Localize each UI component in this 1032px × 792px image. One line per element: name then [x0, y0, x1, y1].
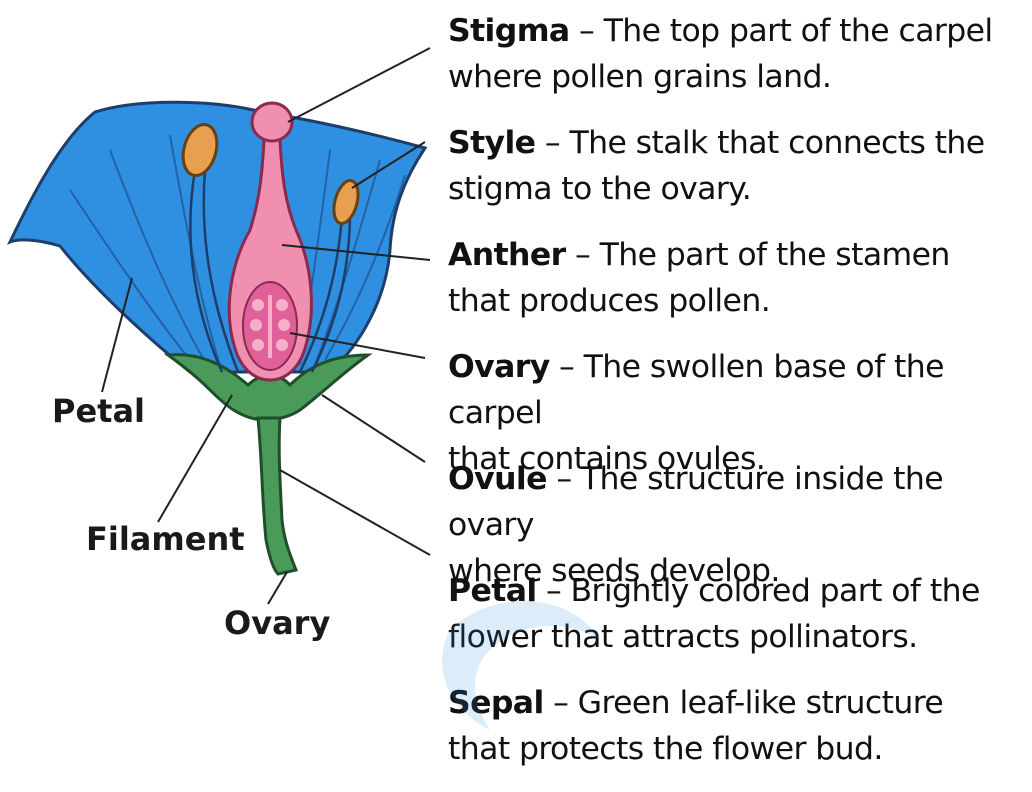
definition-text-line2: where pollen grains land. [448, 59, 831, 95]
separator: – [570, 13, 604, 49]
term-ovary: Ovary [448, 349, 550, 385]
definition-text: The part of the stamen [600, 237, 950, 273]
term-stigma: Stigma [448, 13, 570, 49]
separator: – [544, 685, 578, 721]
leader-petal-right [280, 470, 430, 555]
leader-ovule [322, 395, 425, 462]
term-style: Style [448, 125, 535, 161]
definition-stigma: Stigma – The top part of the carpel wher… [448, 8, 1032, 120]
leader-stigma [288, 48, 430, 122]
stigma-shape [252, 103, 292, 141]
label-ovary: Ovary [224, 604, 330, 642]
definition-ovary: Ovary – The swollen base of the carpel t… [448, 344, 1032, 456]
leader-ovary-left [268, 572, 287, 604]
definition-sepal: Sepal – Green leaf-like structure that p… [448, 680, 1032, 792]
separator: – [550, 349, 584, 385]
definition-text: The stalk that connects the [569, 125, 984, 161]
term-sepal: Sepal [448, 685, 544, 721]
separator: – [547, 461, 581, 497]
definition-text-line2: that produces pollen. [448, 283, 770, 319]
separator: – [566, 237, 600, 273]
term-anther: Anther [448, 237, 566, 273]
definition-text: Brightly colored part of the [571, 573, 980, 609]
leader-filament [158, 395, 232, 522]
label-petal: Petal [52, 392, 145, 430]
term-petal: Petal [448, 573, 537, 609]
separator: – [535, 125, 569, 161]
definition-text-line2: that protects the flower bud. [448, 731, 883, 767]
term-ovule: Ovule [448, 461, 547, 497]
stem-shape [258, 418, 296, 574]
definition-text-line2: flower that attracts pollinators. [448, 619, 918, 655]
definition-text: Green leaf-like structure [578, 685, 944, 721]
definition-anther: Anther – The part of the stamen that pro… [448, 232, 1032, 344]
definition-style: Style – The stalk that connects the stig… [448, 120, 1032, 232]
separator: – [537, 573, 571, 609]
definition-ovule: Ovule – The structure inside the ovary w… [448, 456, 1032, 568]
label-filament: Filament [86, 520, 245, 558]
definition-text: The top part of the carpel [604, 13, 993, 49]
definition-petal: Petal – Brightly colored part of the flo… [448, 568, 1032, 680]
definition-text-line2: stigma to the ovary. [448, 171, 751, 207]
definition-list: Stigma – The top part of the carpel wher… [448, 8, 1032, 792]
